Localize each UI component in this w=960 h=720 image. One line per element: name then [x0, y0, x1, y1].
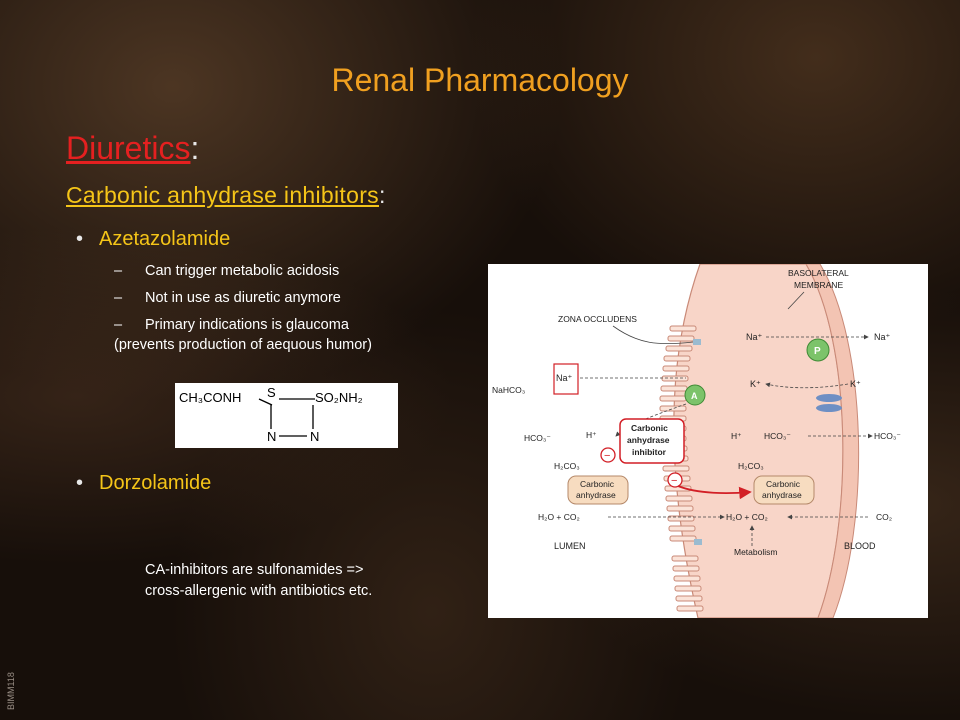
na-highlight-box: [553, 363, 579, 395]
label-ca-lumen-2: anhydrase: [576, 490, 616, 500]
k-channel: [816, 394, 842, 402]
formula-n1: N: [267, 429, 276, 444]
sub-bullet: – Not in use as diuretic anymore: [114, 289, 341, 308]
chemical-formula-image: CH₃CONH SO₂NH₂ S N N: [175, 383, 398, 448]
sub-bullet-text: Not in use as diuretic anymore: [145, 290, 341, 306]
formula-left: CH₃CONH: [179, 390, 241, 405]
label-hco3-blood: HCO₃⁻: [874, 431, 901, 441]
label-hco3-cell: HCO₃⁻: [764, 431, 791, 441]
label-h-cell: H⁺: [731, 431, 742, 441]
label-k-blood: K⁺: [850, 379, 861, 389]
label-hco3-lumen: HCO₃⁻: [524, 433, 551, 443]
minus-sign: −: [671, 475, 677, 487]
subheading-colon: :: [378, 182, 386, 208]
sub-bullet-continuation: (prevents production of aequous humor): [114, 337, 372, 353]
inhibitor-box: [619, 418, 685, 464]
sub-bullet: – Can trigger metabolic acidosis: [114, 262, 339, 281]
formula-s: S: [267, 385, 276, 400]
inhibit-sign-cell: [667, 472, 683, 488]
label-membrane: MEMBRANE: [794, 280, 843, 290]
k-channel: [816, 404, 842, 412]
dash: –: [114, 317, 123, 333]
tight-junction: [694, 539, 702, 545]
label-h2o-co2-lumen: H₂O + CO₂: [538, 512, 580, 522]
label-h2o-co2-cell: H₂O + CO₂: [726, 512, 768, 522]
bullet-dot: •: [76, 472, 84, 494]
leader-line: [612, 325, 694, 345]
bullet-label: Azetazolamide: [99, 228, 231, 250]
label-inhibitor-3: inhibitor: [632, 447, 667, 457]
bullet-dorzolamide: • Dorzolamide: [76, 472, 211, 495]
pump-p-label: P: [814, 346, 821, 357]
label-blood: BLOOD: [844, 541, 876, 551]
subheading-text: Carbonic anhydrase inhibitors: [66, 182, 379, 208]
label-h2co3-lumen: H₂CO₃: [554, 461, 580, 471]
heading-text: Diuretics: [66, 130, 191, 166]
label-co2-blood: CO₂: [876, 512, 892, 522]
label-h2co3-cell: H₂CO₃: [738, 461, 764, 471]
label-nahco3: NaHCO₃: [492, 385, 525, 395]
label-ca-cell-1: Carbonic: [766, 479, 801, 489]
label-ca-cell-2: anhydrase: [762, 490, 802, 500]
note-line: CA-inhibitors are sulfonamides =>: [145, 562, 364, 578]
leader-line: [787, 291, 805, 310]
note-text: CA-inhibitors are sulfonamides => cross-…: [145, 560, 372, 602]
antiporter-a: [684, 384, 706, 406]
inhibit-sign-lumen: [600, 447, 616, 463]
heading-diuretics: Diuretics:: [66, 130, 199, 167]
tubule-cell: [673, 263, 844, 619]
subheading-ca-inhibitors: Carbonic anhydrase inhibitors:: [66, 182, 386, 209]
label-na-lumen: Na⁺: [556, 373, 573, 383]
tight-junction: [693, 339, 701, 345]
dash: –: [114, 263, 123, 279]
bullet-label: Dorzolamide: [99, 472, 212, 494]
label-inhibitor-2: anhydrase: [627, 435, 670, 445]
label-h-lumen: H⁺: [586, 430, 597, 440]
bullet-azetazolamide: • Azetazolamide: [76, 228, 230, 251]
formula-bond: [258, 398, 273, 406]
label-basolateral: BASOLATERAL: [788, 268, 849, 278]
label-inhibitor-1: Carbonic: [631, 423, 668, 433]
arrow-k-in: [765, 382, 849, 389]
inhibition-arrow: [677, 485, 752, 500]
ca-enzyme-lumen: [567, 475, 629, 505]
label-k-cell: K⁺: [750, 379, 761, 389]
minus-sign: −: [604, 450, 610, 462]
renal-tubule-diagram: BASOLATERAL MEMBRANE ZONA OCCLUDENS Na⁺ …: [488, 263, 928, 619]
slide-title: Renal Pharmacology: [331, 62, 629, 98]
ca-enzyme-cell: [753, 475, 815, 505]
dash: –: [114, 290, 123, 306]
label-ca-lumen-1: Carbonic: [580, 479, 615, 489]
label-na-cell: Na⁺: [746, 332, 763, 342]
formula-n2: N: [310, 429, 319, 444]
sub-bullet: – Primary indications is glaucoma: [114, 316, 349, 335]
note-line: cross-allergenic with antibiotics etc.: [145, 583, 373, 599]
heading-colon: :: [190, 130, 200, 166]
sub-bullet-text: Can trigger metabolic acidosis: [145, 263, 340, 279]
label-lumen: LUMEN: [554, 541, 586, 551]
antiporter-a-label: A: [691, 391, 698, 401]
formula-right: SO₂NH₂: [315, 390, 363, 405]
side-code: BIMM118: [6, 672, 16, 710]
label-metabolism: Metabolism: [734, 547, 777, 557]
label-na-blood: Na⁺: [874, 332, 891, 342]
bullet-dot: •: [76, 228, 84, 250]
sub-bullet-text: Primary indications is glaucoma: [145, 317, 349, 333]
pump-p: [806, 338, 830, 362]
label-zona-occludens: ZONA OCCLUDENS: [558, 314, 637, 324]
